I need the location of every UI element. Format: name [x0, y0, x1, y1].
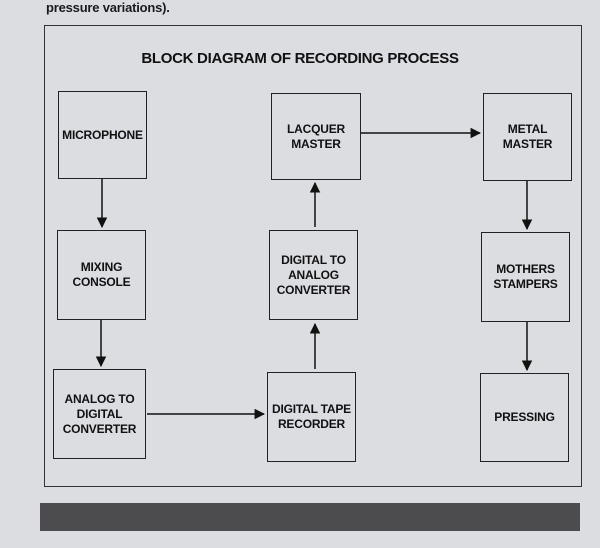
node-pressing: PRESSING [480, 373, 569, 462]
footer-bar [40, 503, 580, 531]
caption-text: pressure variations). [46, 0, 170, 15]
node-lacquer-master: LACQUER MASTER [271, 93, 361, 180]
node-mixing-console: MIXING CONSOLE [57, 230, 146, 320]
node-mothers-stampers: MOTHERS STAMPERS [481, 232, 570, 322]
node-metal-master: METAL MASTER [483, 93, 572, 181]
node-microphone: MICROPHONE [58, 91, 147, 179]
node-analog-to-digital-converter: ANALOG TO DIGITAL CONVERTER [53, 369, 146, 459]
node-digital-to-analog-converter: DIGITAL TO ANALOG CONVERTER [269, 230, 358, 320]
diagram-frame [44, 25, 582, 487]
node-digital-tape-recorder: DIGITAL TAPE RECORDER [267, 372, 356, 462]
diagram-title: BLOCK DIAGRAM OF RECORDING PROCESS [141, 50, 459, 67]
